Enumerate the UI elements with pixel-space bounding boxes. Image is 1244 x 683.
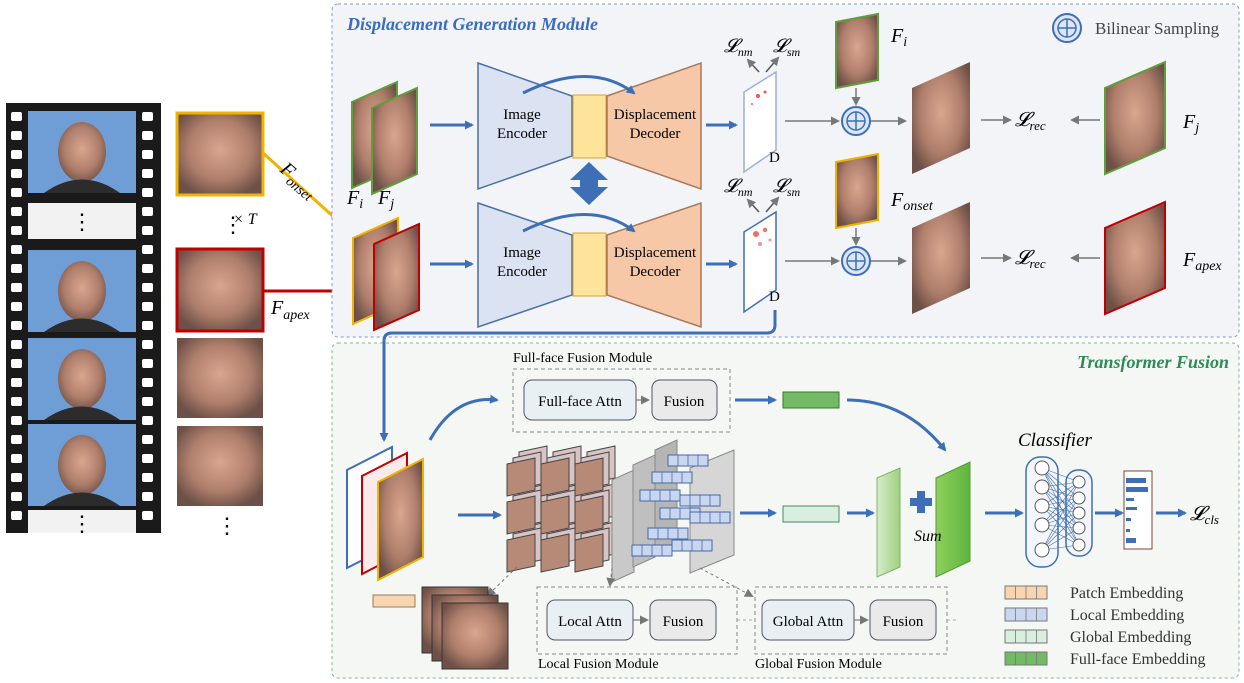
fonset-label-ref: Fonset [890,189,934,214]
skip-connection-top [522,75,636,95]
legend-label: Local Embedding [1070,607,1184,624]
svg-text:Global Attn: Global Attn [773,614,844,630]
fullface-module-label: Full-face Fusion Module [513,351,652,366]
svg-text:Encoder: Encoder [497,264,547,280]
svg-text:Image: Image [503,107,541,123]
svg-text:Decoder: Decoder [630,264,681,280]
svg-text:⋮: ⋮ [71,209,93,234]
svg-text:⋮: ⋮ [222,212,244,237]
patch-crops [421,586,509,670]
onset-frame [175,111,265,197]
bottleneck-top [572,94,607,159]
shared-weights-arrow [570,162,608,205]
patch-grid [506,445,616,573]
legend-item: Global Embedding [1004,629,1191,646]
fj-label-top: Fj [377,187,394,212]
legend-label: Patch Embedding [1070,585,1183,602]
reconstructed-bottom [912,202,970,314]
class-probability-bars [1123,470,1153,550]
fj-target [1104,60,1166,176]
sum-label: Sum [914,528,942,545]
face-frame-6 [177,426,263,506]
bilinear-sampler-bottom [841,246,871,276]
legend-item: Full-face Embedding [1004,651,1206,668]
film-frame-2 [28,250,136,332]
svg-text:Encoder: Encoder [497,126,547,142]
svg-text:Displacement: Displacement [614,107,697,123]
local-fusion-block [649,599,717,641]
film-frame-gap [28,203,136,239]
apex-frame [175,247,265,333]
skip-connection-bottom [522,213,636,233]
fapex-target [1104,200,1166,316]
svg-text:Full-face Attn: Full-face Attn [538,394,622,410]
svg-text:Fusion: Fusion [663,614,704,630]
displacement-module-title: Displacement Generation Module [346,14,598,34]
fullface-fusion-block [651,379,718,421]
input-pair-top [351,80,418,196]
fullface-module-box [512,368,731,433]
svg-text:Local Attn: Local Attn [558,614,622,630]
input-pair-bottom [352,216,420,332]
svg-text:Fusion: Fusion [664,394,705,410]
legend-item: Local Embedding [1004,607,1184,624]
fonset-reference [835,152,879,230]
local-embedding-tokens [631,454,731,557]
svg-text:⋮: ⋮ [71,511,93,536]
global-module-label: Global Fusion Module [755,657,882,672]
fusion-input-stack [346,445,424,582]
film-frame-1 [28,111,136,193]
d-label-top: D [769,150,780,166]
classifier-network [1025,456,1093,568]
fi-label-top: Fi [346,187,363,212]
displacement-map-bottom [743,210,777,314]
displacement-map-top [743,70,777,174]
fj-label-target: Fj [1182,111,1199,136]
f-apex-label: Fapex [270,297,310,323]
svg-text:⋮: ⋮ [216,513,238,538]
svg-text:Decoder: Decoder [630,126,681,142]
local-module-label: Local Fusion Module [538,657,659,672]
displacement-to-fusion-arrow [379,310,777,442]
svg-text:Bilinear Sampling: Bilinear Sampling [1095,19,1220,38]
svg-text:Fusion: Fusion [883,614,924,630]
fapex-label-target: Fapex [1182,249,1222,274]
global-embedding-token [782,505,840,523]
bottleneck-bottom [572,232,607,297]
sum-block-2 [935,461,971,578]
times-t-label: × T [233,211,258,228]
loss-rec-top: 𝓛rec [1015,109,1046,133]
fullface-embedding-token [782,391,840,409]
film-strip: ⋮ ⋮ [6,103,161,536]
sum-block-1 [876,467,901,578]
global-fusion-block [869,599,937,641]
classifier-label: Classifier [1018,430,1093,451]
film-frame-4 [28,424,136,506]
svg-text:Displacement: Displacement [614,245,697,261]
legend-label: Global Embedding [1070,629,1191,646]
bilinear-sampler-top [841,106,871,136]
displacement-decoder-top: Displacement Decoder [606,61,702,191]
transformer-fusion-title: Transformer Fusion [1077,352,1229,372]
film-frame-3 [28,338,136,420]
d-label-bottom: D [769,289,780,305]
displacement-decoder-bottom: Displacement Decoder [606,201,702,329]
legend-label: Full-face Embedding [1070,651,1206,668]
patch-embedding-token [372,594,416,608]
fi-label-ref: Fi [890,25,907,50]
reconstructed-top [912,62,970,174]
legend-item: Patch Embedding [1004,585,1183,602]
bilinear-sampling-legend: Bilinear Sampling [1052,13,1220,43]
svg-text:Image: Image [503,245,541,261]
face-frame-5 [177,338,263,418]
fi-reference [835,12,879,90]
